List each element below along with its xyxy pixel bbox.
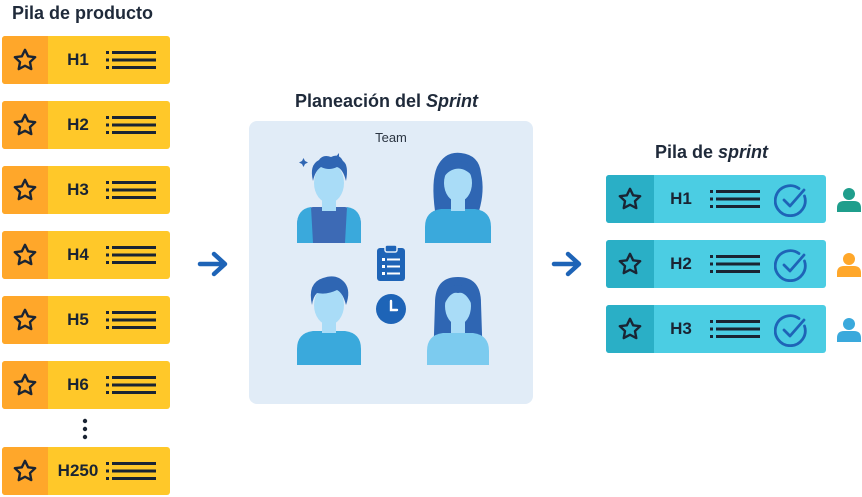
sprint-item: H2: [606, 240, 826, 288]
clock-icon: [376, 294, 406, 324]
backlog-item: H250: [2, 447, 170, 495]
user-icon: [837, 253, 861, 277]
backlog-item-label: H3: [67, 180, 89, 199]
sprint-backlog-title-emphasis: sprint: [718, 142, 769, 162]
sprint-backlog-title-prefix: Pila de: [655, 142, 719, 162]
star-icon: [606, 305, 654, 353]
backlog-item-label: H2: [67, 115, 89, 134]
sprint-planning-title: Planeación del Sprint: [295, 91, 478, 112]
sprint-item-label: H1: [670, 189, 692, 208]
product-backlog-title: Pila de producto: [12, 3, 154, 23]
team-label: Team: [375, 130, 407, 145]
backlog-item-label: H250: [57, 461, 99, 480]
list-icon: [106, 376, 156, 394]
backlog-item: H5: [2, 296, 170, 344]
backlog-item-label: H4: [67, 245, 89, 264]
arrow-right-icon: [197, 251, 228, 277]
list-icon: [106, 51, 156, 69]
star-icon: [2, 231, 48, 279]
star-icon: [2, 361, 48, 409]
star-icon: [2, 36, 48, 84]
star-icon: [2, 296, 48, 344]
star-icon: [2, 447, 48, 495]
sprint-item: H1: [606, 175, 826, 223]
sprint-planning-panel: Team: [249, 121, 533, 404]
backlog-item: H4: [2, 231, 170, 279]
check-circle-icon: [774, 314, 807, 347]
list-icon: [106, 311, 156, 329]
star-icon: [606, 175, 654, 223]
team-member-avatar: [297, 153, 361, 243]
user-icon: [837, 188, 861, 212]
backlog-item-label: H5: [67, 310, 89, 329]
sprint-item-label: H3: [670, 319, 692, 338]
list-icon: [710, 320, 760, 338]
arrow-right-icon: [551, 251, 582, 277]
list-icon: [710, 190, 760, 208]
team-member-avatar: [427, 277, 489, 365]
list-icon: [106, 181, 156, 199]
backlog-item: H2: [2, 101, 170, 149]
sprint-item-label: H2: [670, 254, 692, 273]
clipboard-icon: [377, 244, 405, 281]
backlog-item-label: H6: [67, 375, 89, 394]
list-icon: [710, 255, 760, 273]
star-icon: [606, 240, 654, 288]
backlog-item: H1: [2, 36, 170, 84]
star-icon: [2, 101, 48, 149]
sprint-planning-title-emphasis: Sprint: [426, 91, 479, 111]
list-icon: [106, 116, 156, 134]
backlog-item-label: H1: [67, 50, 89, 69]
sprint-backlog-title: Pila de sprint: [655, 142, 768, 163]
star-icon: [2, 166, 48, 214]
ellipsis-icon: [82, 418, 88, 440]
team-member-avatar: [425, 152, 491, 243]
team-member-avatar: [297, 276, 361, 365]
check-circle-icon: [774, 184, 807, 217]
sprint-item: H3: [606, 305, 826, 353]
backlog-item: H3: [2, 166, 170, 214]
user-icon: [837, 318, 861, 342]
check-circle-icon: [774, 249, 807, 282]
list-icon: [106, 246, 156, 264]
backlog-item: H6: [2, 361, 170, 409]
sprint-planning-title-prefix: Planeación del: [295, 91, 427, 111]
list-icon: [106, 462, 156, 480]
